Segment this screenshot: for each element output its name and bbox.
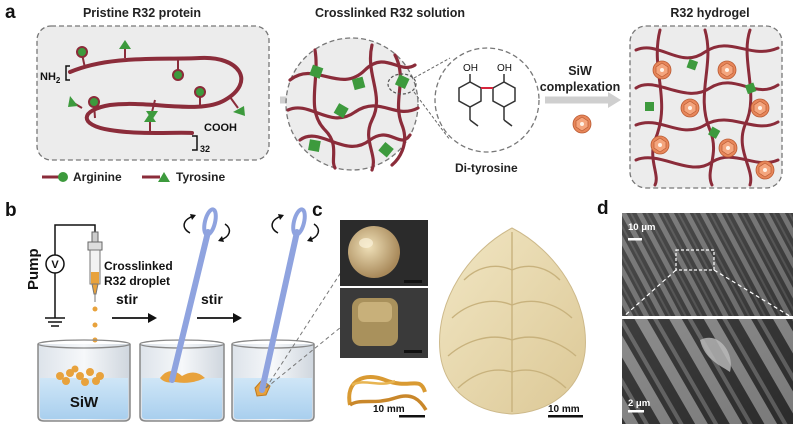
photo-leaf [432,220,590,422]
complexation-label-2: complexation [540,80,621,94]
stir-label-1: stir [116,291,138,307]
title-pristine-protein: Pristine R32 protein [82,6,202,20]
panel-label-b: b [5,200,17,221]
scale-bar-left [399,415,425,418]
nh2-label: NH2 [40,71,61,85]
stir-rod-1 [169,207,231,383]
scale-bar-right-label: 10 mm [548,404,580,415]
siw-cluster-icon [572,114,592,134]
legend-arginine [42,172,68,182]
stir-rod-2 [259,207,320,393]
dityrosine-structure [458,74,516,127]
photo-sphere [340,220,428,286]
scale-bar-right [548,415,583,418]
legend-arginine-label: Arginine [73,170,122,184]
title-crosslinked-solution: Crosslinked R32 solution [314,6,466,20]
hydrogel-chains [634,28,780,187]
crosslinked-residues [308,64,410,158]
pump-circuit [45,224,96,327]
scale-bar-left-label: 10 mm [373,404,405,415]
complexation-label-1: SiW [568,64,592,78]
beaker-1 [37,339,131,422]
dityrosine-label: Di-tyrosine [455,161,518,175]
sem-image-low-mag [622,213,793,316]
legend-tyrosine [142,172,170,182]
protein-chain [68,55,244,135]
pump-label: Pump [25,248,42,290]
title-hydrogel: R32 hydrogel [670,6,750,20]
panel-label-d: d [597,198,609,219]
photo-fiber [340,360,428,418]
stir-label-2: stir [201,291,223,307]
sem-image-high-mag [622,319,793,424]
arginine-residues [76,46,206,119]
cooh-label: COOH [204,122,237,134]
sem-scale-bottom-label: 2 μm [628,398,650,409]
oh-left-label: OH [463,63,478,74]
photo-cube [340,288,428,358]
hydrogel-residues [645,58,757,139]
legend-tyrosine-label: Tyrosine [176,170,225,184]
panel-label-a: a [5,2,16,23]
droplet-label-1: Crosslinked [104,259,173,273]
tyrosine-residues [68,40,245,132]
syringe-icon [87,231,103,312]
beaker-2 [139,339,225,422]
droplet-label-2: R32 droplet [104,274,170,288]
oh-right-label: OH [497,63,512,74]
beaker-siw-label: SiW [70,394,99,411]
panel-label-c: c [312,200,323,221]
repeat-label: 32 [200,144,210,154]
dityrosine-inset [434,47,540,153]
sem-scale-top-label: 10 μm [628,222,655,233]
voltmeter-label: V [51,259,59,271]
